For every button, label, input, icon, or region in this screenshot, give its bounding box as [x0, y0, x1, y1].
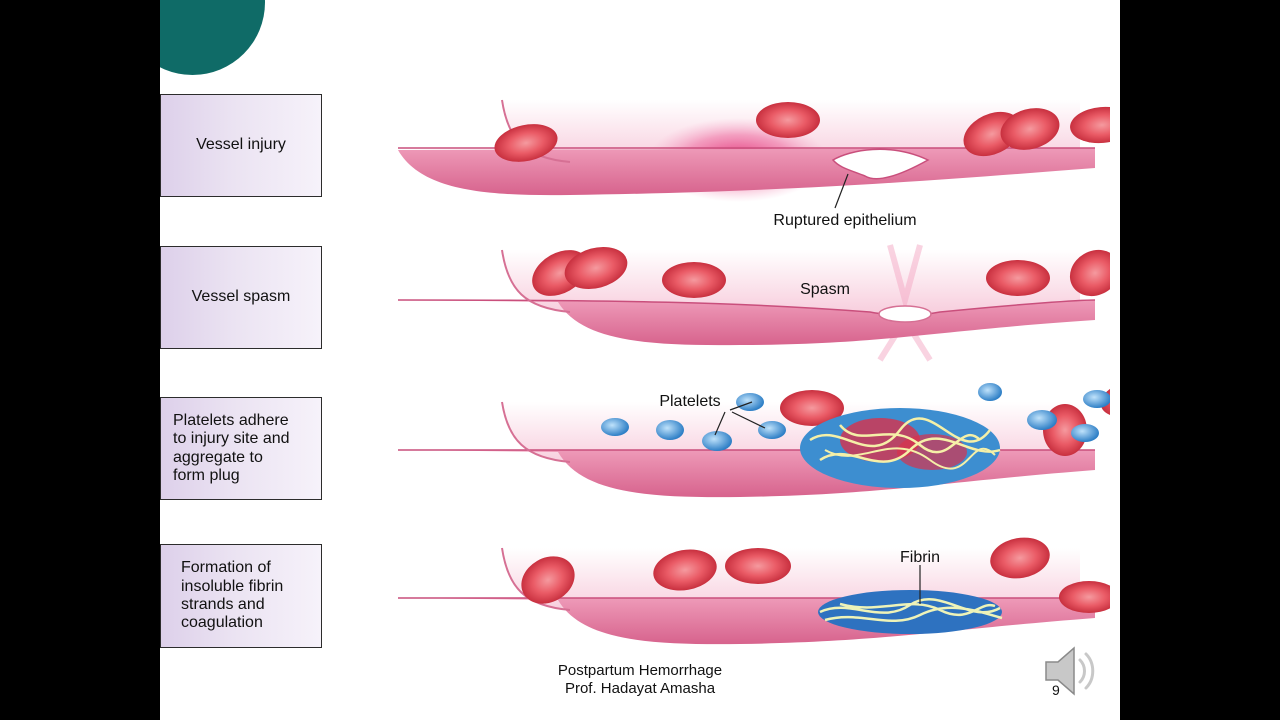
- red-blood-cell: [1069, 249, 1110, 297]
- platelet: [736, 393, 764, 411]
- red-blood-cell: [986, 260, 1050, 296]
- platelet: [656, 420, 684, 440]
- red-blood-cell: [1059, 581, 1110, 613]
- corner-decoration: [160, 0, 265, 75]
- platelets: [601, 383, 1110, 451]
- fibrin-mesh: [818, 590, 1003, 634]
- red-blood-cells: [532, 246, 1110, 298]
- red-blood-cells: [494, 102, 1110, 162]
- red-blood-cell: [494, 124, 558, 162]
- red-blood-cell: [653, 549, 717, 591]
- stage-label: Vessel spasm: [191, 288, 291, 306]
- stage-box-vessel-spasm: Vessel spasm: [160, 246, 322, 349]
- stage-label: Formation of insoluble fibrin strands an…: [181, 559, 284, 632]
- stage-box-vessel-injury: Vessel injury: [160, 94, 322, 197]
- slide: Vessel injury Vessel spasm Platelets adh…: [160, 0, 1120, 720]
- footer: Postpartum Hemorrhage Prof. Hadayat Amas…: [490, 662, 790, 698]
- panel-platelet-plug: Platelets: [398, 378, 1110, 498]
- diagram-illustration: Ruptured epithelium Spasm: [397, 99, 1110, 645]
- red-blood-cell: [1070, 106, 1110, 144]
- platelet: [1027, 410, 1057, 430]
- red-blood-cell: [564, 246, 628, 290]
- panel-coagulation: Fibrin: [398, 537, 1110, 645]
- red-blood-cell: [662, 262, 726, 298]
- annotation-fibrin: Fibrin: [900, 549, 940, 566]
- platelet: [978, 383, 1002, 401]
- stage-box-platelet-plug: Platelets adhere to injury site and aggr…: [160, 397, 322, 500]
- platelet: [758, 421, 786, 439]
- annotation-spasm: Spasm: [800, 281, 850, 298]
- panel-vessel-spasm: Spasm: [397, 244, 1110, 362]
- page-number: 9: [1052, 682, 1060, 698]
- footer-title: Postpartum Hemorrhage: [557, 662, 723, 679]
- red-blood-cell: [725, 548, 791, 584]
- red-blood-cell: [756, 102, 820, 138]
- stage-label: Vessel injury: [196, 136, 286, 154]
- stage-box-coagulation: Formation of insoluble fibrin strands an…: [160, 544, 322, 648]
- annotation-platelets: Platelets: [659, 393, 720, 410]
- platelet: [601, 418, 629, 436]
- red-blood-cell: [990, 537, 1050, 579]
- platelet-plug: [800, 408, 1001, 488]
- red-blood-cell: [1000, 108, 1060, 150]
- annotation-ruptured-epithelium: Ruptured epithelium: [773, 212, 916, 229]
- red-blood-cells: [521, 537, 1110, 613]
- speaker-icon[interactable]: [1040, 640, 1102, 702]
- footer-author: Prof. Hadayat Amasha: [564, 680, 716, 697]
- stage-label: Platelets adhere to injury site and aggr…: [173, 411, 290, 484]
- red-blood-cell: [521, 556, 575, 604]
- platelet: [1071, 424, 1099, 442]
- panel-vessel-injury: Ruptured epithelium: [398, 99, 1110, 229]
- platelet: [702, 431, 732, 451]
- red-blood-cell: [780, 390, 844, 426]
- platelet: [1083, 390, 1110, 408]
